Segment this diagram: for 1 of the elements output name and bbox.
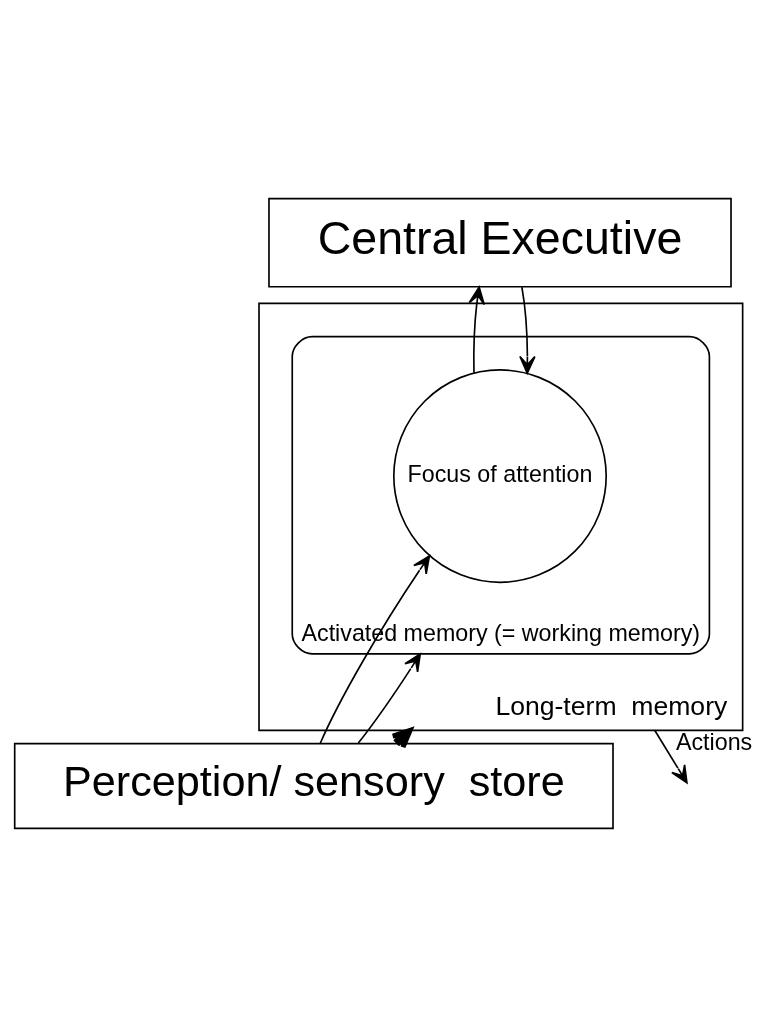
edge-label: Actions (675, 729, 753, 756)
